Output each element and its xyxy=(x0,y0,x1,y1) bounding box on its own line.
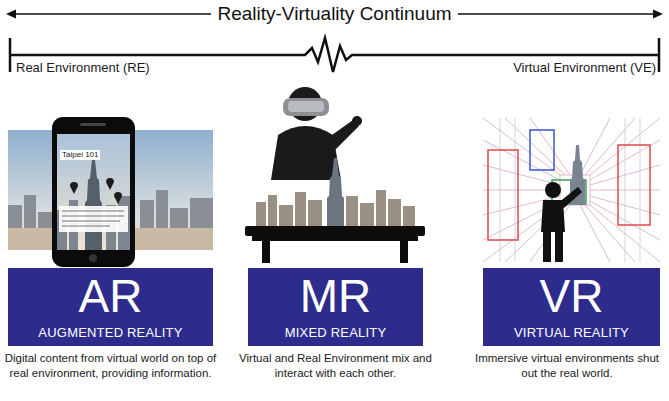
box-heading: MR xyxy=(300,273,372,319)
box-subtitle: MIXED REALITY xyxy=(285,325,387,341)
title-row: Reality-Virtuality Continuum xyxy=(0,2,669,26)
box-subtitle: VIRTUAL REALITY xyxy=(514,325,629,341)
description-text: Immersive virtual environments shut out … xyxy=(468,351,666,381)
box-heading: VR xyxy=(540,273,604,319)
mr-headset-illustration xyxy=(245,87,425,263)
reality-box: VR VIRTUAL REALITY xyxy=(483,268,660,346)
screen-label: Taipei 101 xyxy=(60,150,100,160)
vr-grid-illustration xyxy=(483,118,660,262)
box-heading: AR xyxy=(79,273,143,319)
diagram-title: Reality-Virtuality Continuum xyxy=(211,3,457,24)
reality-box: AR AUGMENTED REALITY xyxy=(8,268,213,346)
axis-label: Real Environment (RE) xyxy=(16,60,266,77)
description-text: Virtual and Real Environment mix and int… xyxy=(230,351,441,381)
ar-phone-illustration xyxy=(8,117,213,267)
box-subtitle: AUGMENTED REALITY xyxy=(38,325,182,341)
reality-box: MR MIXED REALITY xyxy=(248,268,423,346)
axis-label: Virtual Environment (VE) xyxy=(400,60,656,77)
description-text: Digital content from virtual world on to… xyxy=(2,351,219,381)
